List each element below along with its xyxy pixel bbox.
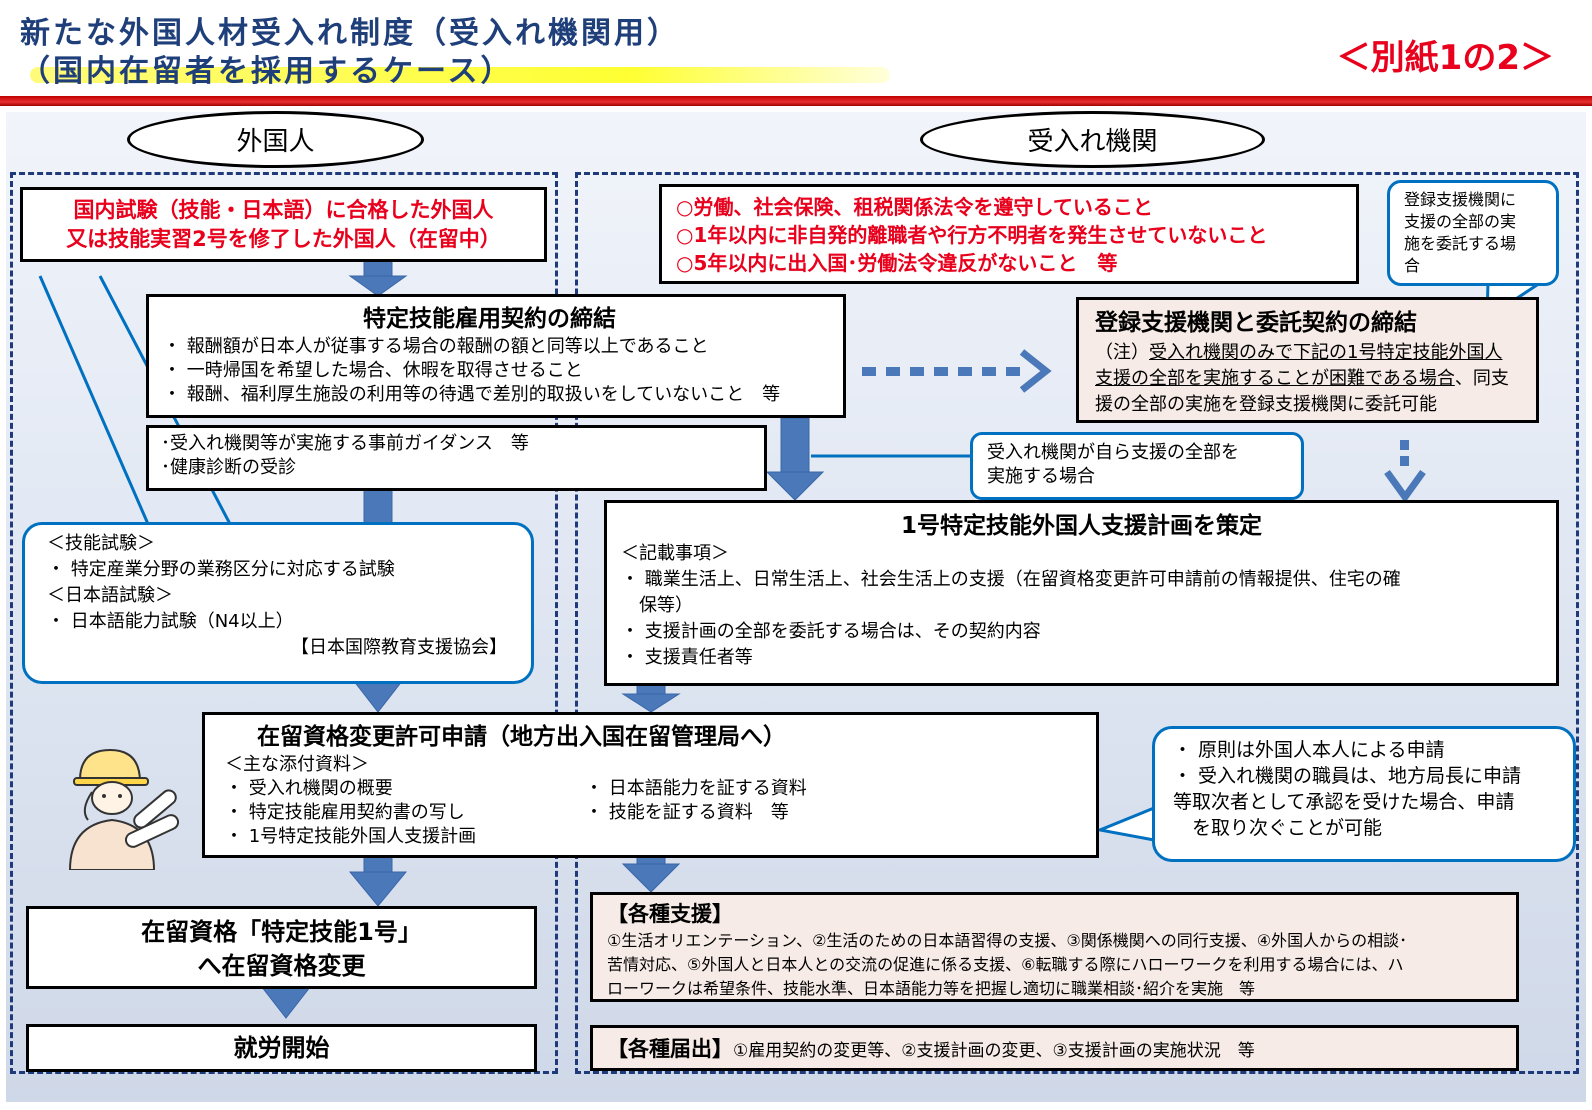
title-line-2: （国内在留者を採用するケース） bbox=[20, 54, 514, 89]
header-red-bar bbox=[0, 96, 1592, 106]
down-arrow-plan bbox=[621, 681, 681, 713]
foreigner-eligibility-line1: 国内試験（技能・日本語）に合格した外国人 bbox=[73, 198, 494, 222]
registered-org-note-2: 支援の全部を実施することが困難である場合、同支 bbox=[1095, 366, 1536, 392]
title-line-1: 新たな外国人材受入れ制度（受入れ機関用） bbox=[20, 16, 680, 51]
tests-line: ＜日本語試験＞ bbox=[47, 585, 173, 606]
employment-contract-box: 特定技能雇用契約の締結 ・ 報酬額が日本人が従事する場合の報酬の額と同等以上であ… bbox=[146, 294, 846, 418]
tests-bubble: ＜技能試験＞ ・ 特定産業分野の業務区分に対応する試験 ＜日本語試験＞ ・ 日本… bbox=[22, 522, 534, 684]
status-change-application-box: 在留資格変更許可申請（地方出入国在留管理局へ） ＜主な添付資料＞ ・ 受入れ機関… bbox=[202, 712, 1099, 858]
note-prefix: （注） bbox=[1095, 342, 1149, 363]
tests-line: ＜技能試験＞ bbox=[47, 533, 155, 554]
delegate-line: 登録支援機関に bbox=[1404, 190, 1517, 209]
self-support-line: 実施する場合 bbox=[987, 466, 1095, 487]
application-left-list: ・ 受入れ機関の概要 ・ 特定技能雇用契約書の写し ・ 1号特定技能外国人支援計… bbox=[225, 777, 476, 849]
delegate-line: 合 bbox=[1404, 256, 1421, 275]
tests-line: ・ 特定産業分野の業務区分に対応する試験 bbox=[47, 559, 395, 580]
support-plan-item: ・ 支援計画の全部を委託する場合は、その契約内容 bbox=[621, 621, 1041, 642]
support-plan-item: 保等） bbox=[621, 595, 693, 616]
title-highlight bbox=[30, 67, 890, 83]
support-plan-item: ・ 支援責任者等 bbox=[621, 647, 753, 668]
application-item: ・ 技能を証する資料 等 bbox=[585, 802, 789, 823]
notifications-text: ①雇用契約の変更等、②支援計画の変更、③支援計画の実施状況 等 bbox=[733, 1041, 1255, 1061]
support-plan-title: 1号特定技能外国人支援計画を策定 bbox=[900, 513, 1262, 539]
registered-org-note-1: （注）受入れ機関のみで下記の1号特定技能外国人 bbox=[1095, 340, 1536, 366]
support-services-box: 【各種支援】 ①生活オリエンテーション、②生活のための日本語習得の支援、③関係機… bbox=[590, 892, 1519, 1002]
dotted-arrow-right bbox=[862, 367, 1020, 376]
notifications-box: 【各種届出】①雇用契約の変更等、②支援計画の変更、③支援計画の実施状況 等 bbox=[590, 1025, 1519, 1071]
support-plan-subtitle: ＜記載事項＞ bbox=[621, 543, 729, 564]
foreigner-eligibility-line2: 又は技能実習2号を修了した外国人（在留中） bbox=[66, 227, 501, 251]
delegate-line: 支援の全部の実 bbox=[1404, 212, 1517, 231]
contract-item: ・ 一時帰国を希望した場合、休暇を取得させること bbox=[163, 360, 583, 381]
requirement-line: ○5年以内に出入国･労働法令違反がないこと 等 bbox=[676, 251, 1118, 275]
status-change-line1: 在留資格「特定技能1号」 bbox=[141, 918, 422, 946]
organization-requirements-box: ○労働、社会保険、租税関係法令を遵守していること ○1年以内に非自発的離職者や行… bbox=[659, 184, 1359, 284]
down-arrow-1 bbox=[348, 260, 408, 297]
support-services-line: ①生活オリエンテーション、②生活のための日本語習得の支援、③関係機関への同行支援… bbox=[607, 931, 1408, 950]
tests-line: ・ 日本語能力試験（N4以上） bbox=[47, 611, 294, 632]
dotted-arrow-down bbox=[1400, 440, 1409, 466]
note-text: 、同支 bbox=[1454, 368, 1509, 389]
requirement-line: ○労働、社会保険、租税関係法令を遵守していること bbox=[676, 195, 1153, 219]
guidance-box: ･受入れ機関等が実施する事前ガイダンス 等 ･健康診断の受診 bbox=[146, 425, 767, 491]
applicant-line: 等取次者として承認を受けた場合、申請 bbox=[1173, 791, 1515, 813]
contract-item: ・ 報酬、福利厚生施設の利用等の待遇で差別的取扱いをしていないこと 等 bbox=[163, 384, 781, 405]
guidance-item: ･受入れ機関等が実施する事前ガイダンス 等 bbox=[161, 433, 529, 454]
application-item: ・ 日本語能力を証する資料 bbox=[585, 778, 807, 799]
foreigner-column bbox=[10, 172, 558, 1074]
self-support-line: 受入れ機関が自ら支援の全部を bbox=[987, 442, 1239, 463]
support-plan-item: ・ 職業生活上、日常生活上、社会生活上の支援（在留資格変更許可申請前の情報提供、… bbox=[621, 569, 1401, 590]
support-plan-box: 1号特定技能外国人支援計画を策定 ＜記載事項＞ ・ 職業生活上、日常生活上、社会… bbox=[604, 500, 1559, 686]
registered-org-contract-box: 登録支援機関と委託契約の締結 （注）受入れ機関のみで下記の1号特定技能外国人 支… bbox=[1076, 297, 1539, 423]
employment-contract-title: 特定技能雇用契約の締結 bbox=[363, 306, 616, 332]
registered-org-note-3: 援の全部の実施を登録支援機関に委託可能 bbox=[1095, 394, 1437, 415]
application-item: ・ 特定技能雇用契約書の写し bbox=[225, 802, 465, 823]
support-services-title: 【各種支援】 bbox=[607, 902, 733, 926]
application-item: ・ 受入れ機関の概要 bbox=[225, 778, 393, 799]
note-underlined: 支援の全部を実施することが困難である場合 bbox=[1095, 368, 1455, 389]
registered-org-title: 登録支援機関と委託契約の締結 bbox=[1095, 310, 1417, 336]
down-arrow-app-left bbox=[348, 851, 408, 907]
organization-column bbox=[575, 172, 1579, 1074]
self-support-bubble: 受入れ機関が自ら支援の全部を 実施する場合 bbox=[970, 432, 1304, 500]
down-arrow-app-right bbox=[621, 851, 681, 893]
organization-column-label: 受入れ機関 bbox=[920, 111, 1265, 168]
applicant-bubble: ・ 原則は外国人本人による申請 ・ 受入れ機関の職員は、地方局長に申請 等取次者… bbox=[1152, 726, 1576, 862]
applicant-line: ・ 原則は外国人本人による申請 bbox=[1173, 739, 1445, 761]
delegate-line: 施を委託する場 bbox=[1404, 234, 1517, 253]
application-item: ・ 1号特定技能外国人支援計画 bbox=[225, 826, 477, 847]
application-subtitle: ＜主な添付資料＞ bbox=[225, 754, 369, 775]
application-right-list: ・ 日本語能力を証する資料 ・ 技能を証する資料 等 bbox=[585, 777, 807, 825]
worker-illustration-icon bbox=[68, 748, 180, 870]
status-change-line2: へ在留資格変更 bbox=[197, 952, 366, 980]
notifications-title: 【各種届出】 bbox=[607, 1037, 733, 1061]
applicant-line: ・ 受入れ機関の職員は、地方局長に申請 bbox=[1173, 765, 1522, 787]
application-title: 在留資格変更許可申請（地方出入国在留管理局へ） bbox=[257, 724, 786, 750]
tests-org: 【日本国際教育支援協会】 bbox=[291, 637, 507, 658]
down-arrow-org bbox=[765, 417, 825, 501]
delegate-support-bubble: 登録支援機関に 支援の全部の実 施を委託する場 合 bbox=[1387, 180, 1559, 286]
support-services-line: 苦情対応、⑤外国人と日本人との交流の促進に係る支援、⑥転職する際にハローワークを… bbox=[607, 955, 1404, 974]
contract-item: ・ 報酬額が日本人が従事する場合の報酬の額と同等以上であること bbox=[163, 336, 709, 357]
note-underlined: 受入れ機関のみで下記の1号特定技能外国人 bbox=[1149, 342, 1503, 363]
applicant-line: を取り次ぐことが可能 bbox=[1173, 817, 1383, 839]
requirement-line: ○1年以内に非自発的離職者や行方不明者を発生させていないこと bbox=[676, 223, 1268, 247]
guidance-item: ･健康診断の受診 bbox=[161, 457, 296, 478]
appendix-label: ＜別紙1の2＞ bbox=[1336, 38, 1554, 78]
work-start-box: 就労開始 bbox=[26, 1024, 537, 1072]
foreigner-eligibility-box: 国内試験（技能・日本語）に合格した外国人 又は技能実習2号を修了した外国人（在留… bbox=[20, 187, 547, 262]
status-change-box: 在留資格「特定技能1号」 へ在留資格変更 bbox=[26, 906, 537, 989]
support-services-line: ローワークは希望条件、技能水準、日本語能力等を把握し適切に職業相談･紹介を実施 … bbox=[607, 979, 1256, 998]
work-start-label: 就労開始 bbox=[233, 1034, 330, 1062]
foreigner-column-label: 外国人 bbox=[127, 111, 424, 168]
